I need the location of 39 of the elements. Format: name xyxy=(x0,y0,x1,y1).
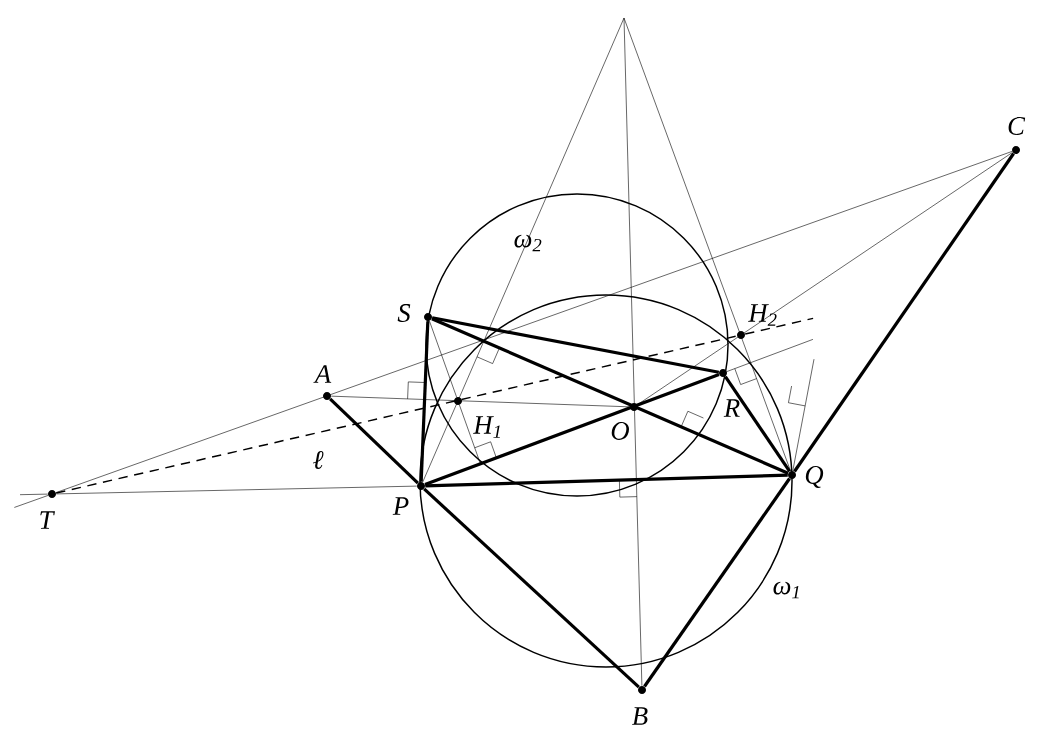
point-label: P xyxy=(392,497,409,515)
line xyxy=(726,339,814,372)
point-label: B xyxy=(632,707,648,725)
line xyxy=(330,395,631,408)
point-label: H$_{1}$ xyxy=(473,416,500,438)
segment xyxy=(425,473,788,488)
point-label: R xyxy=(723,399,740,417)
point-label: C xyxy=(1008,117,1026,135)
line xyxy=(637,152,1013,405)
circle-label: ω$_{1}$ xyxy=(773,581,799,599)
segment xyxy=(793,152,1015,473)
point-label: S xyxy=(397,304,411,322)
point-label: T xyxy=(40,511,55,529)
segment xyxy=(724,375,791,473)
segment xyxy=(431,317,789,475)
point-label: Q xyxy=(805,466,824,488)
segment xyxy=(643,477,791,688)
point-label: A xyxy=(313,365,332,383)
line xyxy=(55,485,418,495)
circle-label: ω$_{2}$ xyxy=(514,234,542,252)
segment xyxy=(423,487,640,689)
line xyxy=(14,495,49,508)
line xyxy=(623,17,791,472)
line xyxy=(19,493,49,495)
segment xyxy=(431,316,720,374)
point-label: H$_{2}$ xyxy=(748,304,777,326)
segment xyxy=(329,397,420,485)
line xyxy=(459,404,481,465)
line xyxy=(55,151,1013,493)
dashed-line xyxy=(744,317,814,335)
segment xyxy=(424,373,720,486)
line xyxy=(422,17,625,483)
line-label: ℓ xyxy=(313,451,324,469)
dashed-line xyxy=(55,335,738,494)
line xyxy=(792,358,815,472)
point-label: O xyxy=(611,422,629,440)
line xyxy=(429,320,457,398)
segment xyxy=(419,321,430,482)
line xyxy=(623,17,643,687)
